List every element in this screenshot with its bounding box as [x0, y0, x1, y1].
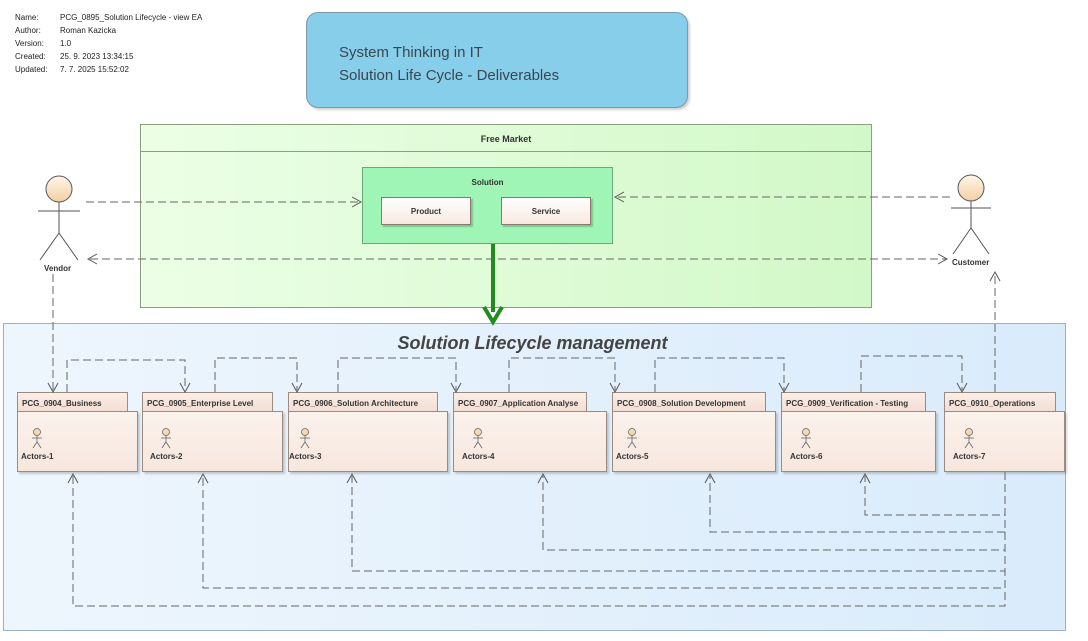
package-testing[interactable] — [781, 411, 936, 472]
free-market-label: Free Market — [141, 125, 871, 152]
meta-row-name: Name:PCG_0895_Solution Lifecycle - view … — [15, 13, 203, 22]
meta-row-version: Version:1.0 — [15, 39, 72, 48]
package-enterprise-tab[interactable]: PCG_0905_Enterprise Level — [142, 392, 273, 412]
lifecycle-title: Solution Lifecycle management — [397, 333, 668, 353]
package-business[interactable] — [17, 411, 138, 472]
vendor-label: Vendor — [44, 264, 72, 273]
package-enterprise-actor-label: Actors-2 — [150, 452, 183, 461]
vendor-actor-icon — [38, 175, 80, 261]
package-development[interactable] — [612, 411, 776, 472]
package-enterprise[interactable] — [142, 411, 283, 472]
package-testing-actor-label: Actors-6 — [790, 452, 823, 461]
solution-label: Solution — [471, 178, 504, 187]
package-architecture-actor-label: Actors-3 — [289, 452, 322, 461]
customer-label: Customer — [952, 258, 990, 267]
package-operations[interactable] — [944, 411, 1065, 472]
meta-row-created: Created:25. 9. 2023 13:34:15 — [15, 52, 134, 61]
package-analyse-actor-label: Actors-4 — [462, 452, 495, 461]
title-line-1: System Thinking in IT — [339, 44, 483, 61]
diagram-metadata: Name:PCG_0895_Solution Lifecycle - view … — [15, 11, 202, 76]
package-business-actor-label: Actors-1 — [21, 452, 54, 461]
lifecycle-boundary[interactable] — [3, 323, 1066, 631]
package-operations-tab[interactable]: PCG_0910_Operations — [944, 392, 1056, 412]
package-analyse-tab[interactable]: PCG_0907_Application Analyse — [453, 392, 587, 412]
meta-row-author: Author:Roman Kazicka — [15, 26, 117, 35]
title-line-2: Solution Life Cycle - Deliverables — [339, 67, 560, 84]
service-element[interactable]: Service — [501, 197, 591, 225]
package-testing-tab[interactable]: PCG_0909_Verification - Testing — [781, 392, 926, 412]
package-development-actor-label: Actors-5 — [616, 452, 649, 461]
customer-actor-icon — [951, 174, 991, 255]
package-architecture-tab[interactable]: PCG_0906_Solution Architecture — [288, 392, 438, 412]
package-business-tab[interactable]: PCG_0904_Business — [17, 392, 128, 412]
diagram-title-box[interactable]: System Thinking in IT Solution Life Cycl… — [306, 12, 688, 108]
meta-row-updated: Updated:7. 7. 2025 15:52:02 — [15, 65, 129, 74]
package-architecture[interactable] — [288, 411, 448, 472]
product-element[interactable]: Product — [381, 197, 471, 225]
package-development-tab[interactable]: PCG_0908_Solution Development — [612, 392, 766, 412]
package-analyse[interactable] — [453, 411, 607, 472]
package-operations-actor-label: Actors-7 — [953, 452, 986, 461]
